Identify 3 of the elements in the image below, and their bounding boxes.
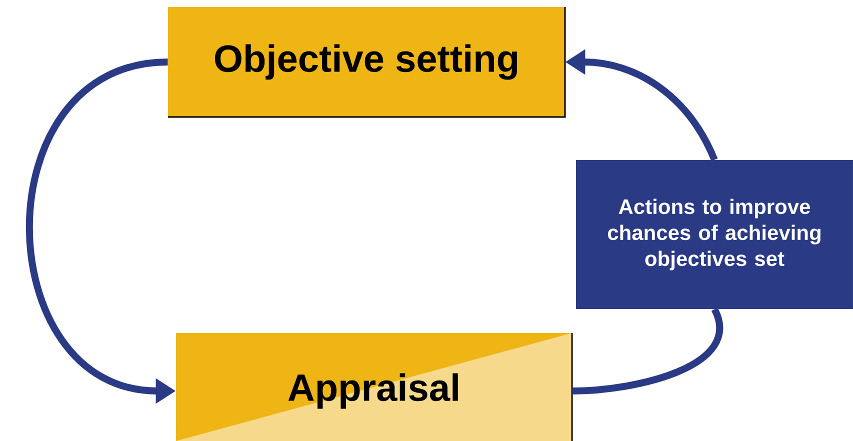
action-box: Actions to improve chances of achieving objectives set: [576, 160, 853, 309]
process-box: Appraisal: [176, 333, 573, 441]
process-box: Objective setting: [168, 7, 566, 118]
